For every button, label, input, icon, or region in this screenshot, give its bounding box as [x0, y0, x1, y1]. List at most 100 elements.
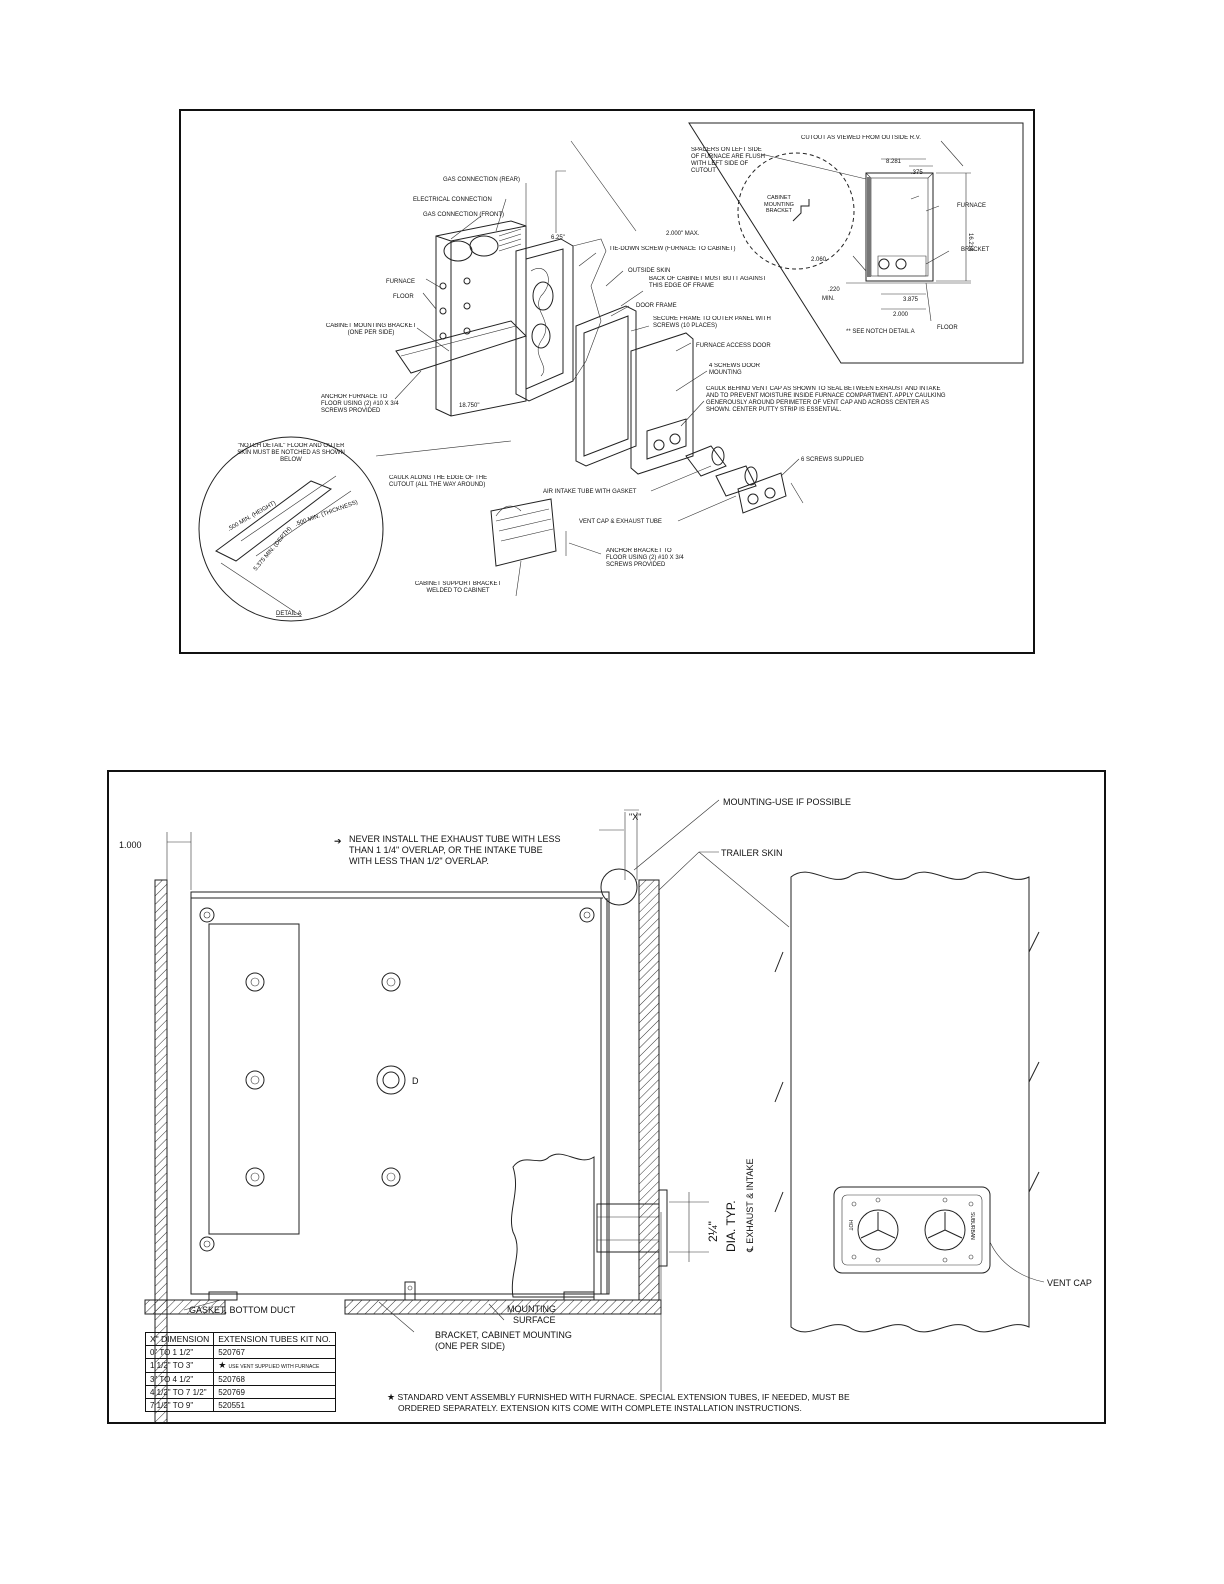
table-cell: ★ USE VENT SUPPLIED WITH FURNACE [213, 1358, 336, 1373]
inset-dim-2060: 2.060 [811, 257, 827, 263]
label-cabinet-mounting-bracket: CABINET MOUNTING BRACKET (ONE PER SIDE) [325, 323, 417, 336]
label-floor: FLOOR [393, 294, 414, 300]
label-furnace-access-door: FURNACE ACCESS DOOR [696, 343, 771, 349]
label-dia-typ: DIA. TYP. [724, 1200, 738, 1252]
table-row: 1 1/2" TO 3" ★ USE VENT SUPPLIED WITH FU… [144, 1358, 336, 1373]
table-cell: 1 1/2" TO 3" [144, 1358, 215, 1373]
mounting-detail-circle [600, 868, 638, 906]
table-header-row: X" DIMENSION EXTENSION TUBES KIT NO. [144, 1332, 336, 1346]
label-back-of-cabinet: BACK OF CABINET MUST BUTT AGAINST THIS E… [649, 276, 767, 289]
label-mounting-surface-2: SURFACE [513, 1315, 556, 1325]
label-gas-connection-rear: GAS CONNECTION (REAR) [443, 177, 520, 183]
label-gas-connection-front: GAS CONNECTION (FRONT) [423, 212, 504, 218]
star-icon: ★ [218, 1360, 227, 1370]
label-x-dim: "X" [629, 812, 641, 822]
vent-cap-brand-right: SUBURBAN [969, 1212, 975, 1240]
label-detail-a: DETAIL A [276, 611, 302, 617]
furnace-access-door [630, 332, 694, 475]
label-door-frame: DOOR FRAME [636, 303, 677, 309]
label-notch-detail: "NOTCH DETAIL" FLOOR AND OUTER SKIN MUST… [237, 443, 345, 463]
figure-exploded-installation: GAS CONNECTION (REAR) ELECTRICAL CONNECT… [179, 109, 1035, 654]
label-never-install-2: THAN 1 1/4" OVERLAP, OR THE INTAKE TUBE [349, 845, 543, 855]
table-row: 0" TO 1 1/2" 520767 [144, 1345, 336, 1359]
inset-dim-min: MIN. [822, 296, 835, 302]
inset-dim-width: 8.281 [886, 159, 902, 165]
table-cell: 7 1/2" TO 9" [144, 1398, 215, 1412]
footnote-line-1: STANDARD VENT ASSEMBLY FURNISHED WITH FU… [397, 1392, 850, 1402]
table-cell: 520551 [213, 1398, 336, 1412]
table-cell: 0" TO 1 1/2" [144, 1345, 215, 1359]
table-cell: 520769 [213, 1385, 336, 1399]
table-header-cell: EXTENSION TUBES KIT NO. [213, 1332, 336, 1346]
notch-detail-circle [198, 436, 384, 622]
floor-left [144, 1299, 226, 1315]
label-outside-skin: OUTSIDE SKIN [628, 268, 670, 274]
arrow-marker-icon: ➔ [334, 836, 342, 846]
label-bracket-1: BRACKET, CABINET MOUNTING [435, 1330, 572, 1340]
label-mounting-note: MOUNTING-USE IF POSSIBLE [723, 797, 851, 807]
label-bracket-2: (ONE PER SIDE) [435, 1341, 505, 1351]
label-electrical-connection: ELECTRICAL CONNECTION [413, 197, 492, 203]
label-cabinet-support-bracket: CABINET SUPPORT BRACKET WELDED TO CABINE… [414, 581, 502, 594]
extension-kit-table: X" DIMENSION EXTENSION TUBES KIT NO. 0" … [144, 1332, 336, 1412]
label-dim-max: 2.000" MAX. [666, 231, 700, 237]
label-mounting-surface-1: MOUNTING [507, 1304, 556, 1314]
label-furnace: FURNACE [386, 279, 415, 285]
furnace-cabinet [190, 891, 610, 1298]
cabinet-support-bracket-view [490, 498, 567, 567]
section-drawing: ➔ 1.000 "X" MOUNTING-USE IF POSSIBLE NEV… [119, 797, 1092, 1422]
leader-lines [375, 140, 800, 597]
inset-label-bracket: BRACKET [961, 247, 990, 253]
label-secure-frame: SECURE FRAME TO OUTER PANEL WITH SCREWS … [653, 316, 771, 329]
inset-label-floor: FLOOR [937, 325, 958, 331]
footnote: ★ STANDARD VENT ASSEMBLY FURNISHED WITH … [387, 1392, 947, 1414]
label-min-thickness: .500 MIN. (THICKNESS) [295, 500, 359, 528]
table-cell: 4 1/2" TO 7 1/2" [144, 1385, 215, 1399]
vent-cap-brand-left: HOT [847, 1220, 853, 1231]
label-dia-value: 2¼" [706, 1221, 720, 1242]
exhaust-intake-tube [596, 1189, 668, 1267]
label-air-intake-tube: AIR INTAKE TUBE WITH GASKET [543, 489, 637, 495]
left-wall [154, 879, 168, 1422]
star-icon: ★ [387, 1392, 396, 1402]
trailer-skin-view [774, 871, 1045, 1333]
inset-label-cabinet-bracket: CABINET MOUNTING BRACKET [764, 195, 794, 213]
inset-dim-height: 16.218 [967, 233, 973, 252]
inset-dim-375: .375 [911, 170, 923, 176]
table-cell: 520768 [213, 1372, 336, 1386]
label-door-screws: 4 SCREWS DOOR MOUNTING [709, 363, 761, 376]
label-vent-cap-exhaust: VENT CAP & EXHAUST TUBE [579, 519, 662, 525]
label-dim-1000: 1.000 [119, 840, 142, 850]
label-never-install-3: WITH LESS THAN 1/2" OVERLAP. [349, 856, 489, 866]
outside-skin-section [515, 238, 607, 402]
right-wall [638, 879, 660, 1301]
label-tie-down-screw: TIE-DOWN SCREW (FURNACE TO CABINET) [609, 246, 736, 252]
inset-cutout-view [688, 122, 1024, 364]
table-cell: 3" TO 4 1/2" [144, 1372, 215, 1386]
label-screws-supplied: 6 SCREWS SUPPLIED [801, 457, 864, 463]
table-cell: 520767 [213, 1345, 336, 1359]
inset-label-furnace: FURNACE [957, 203, 986, 209]
label-trailer-skin: TRAILER SKIN [721, 848, 783, 858]
table-row: 7 1/2" TO 9" 520551 [144, 1398, 336, 1412]
floor-right [344, 1299, 662, 1315]
label-anchor-bracket: ANCHOR BRACKET TO FLOOR USING (2) #10 X … [606, 548, 684, 568]
label-dim-a: 6.25" [551, 235, 565, 241]
label-gasket: GASKET, BOTTOM DUCT [189, 1305, 296, 1315]
furnace-body [395, 220, 527, 417]
footnote-line-2: ORDERED SEPARATELY. EXTENSION KITS COME … [398, 1403, 802, 1413]
table-header-cell: X" DIMENSION [144, 1332, 215, 1346]
door-frame [575, 305, 637, 467]
inset-label-see-notch: ** SEE NOTCH DETAIL A [846, 329, 915, 335]
inset-label-spacers-note: SPACERS ON LEFT SIDE OF FURNACE ARE FLUS… [691, 147, 766, 174]
inset-dim-3875: 3.875 [903, 297, 919, 303]
table-row: 4 1/2" TO 7 1/2" 520769 [144, 1385, 336, 1399]
inset-label-cutout-viewed: CUTOUT AS VIEWED FROM OUTSIDE R.V. [801, 135, 921, 141]
label-dim-d: D [412, 1076, 419, 1086]
label-caulk-note: CAULK BEHIND VENT CAP AS SHOWN TO SEAL B… [706, 386, 946, 413]
label-caulk-edge: CAULK ALONG THE EDGE OF THE CUTOUT (ALL … [389, 475, 488, 488]
table-cell-note: USE VENT SUPPLIED WITH FURNACE [228, 1364, 320, 1370]
label-min-height: .500 MIN. (HEIGHT) [227, 500, 277, 532]
inset-dim-2000: 2.000 [893, 312, 909, 318]
inset-dim-220: .220 [828, 287, 840, 293]
